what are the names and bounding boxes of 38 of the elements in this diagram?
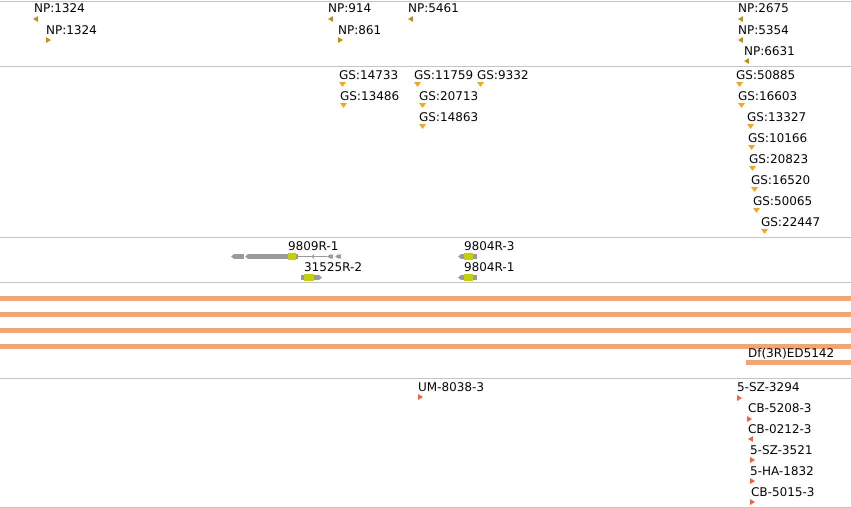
gene-label: 9804R-3 <box>464 239 514 253</box>
feature-label: CB-0212-3 <box>748 422 812 436</box>
feature-label: GS:50065 <box>753 194 812 208</box>
feature-label: NP:861 <box>338 23 382 37</box>
deletion-bar <box>0 344 851 349</box>
feature-label: NP:1324 <box>46 23 97 37</box>
feature-label: GS:16520 <box>751 173 810 187</box>
feature-label: GS:14863 <box>419 110 478 124</box>
feature-label: NP:5354 <box>738 23 789 37</box>
feature-label: NP:1324 <box>34 1 85 15</box>
deletion-label: Df(3R)ED5142 <box>748 347 834 360</box>
feature-label: GS:10166 <box>748 131 808 145</box>
gene-label: 31525R-2 <box>304 260 362 274</box>
gene-label: 9809R-1 <box>288 239 338 253</box>
gene-label: 9804R-1 <box>464 260 514 274</box>
deletion-bar <box>0 328 851 333</box>
feature-label: GS:14733 <box>339 68 398 82</box>
feature-label: NP:2675 <box>738 1 789 15</box>
feature-label: GS:20713 <box>419 89 478 103</box>
feature-label: GS:16603 <box>738 89 798 103</box>
feature-label: 5-HA-1832 <box>750 464 814 478</box>
feature-label: 5-SZ-3294 <box>737 380 800 394</box>
feature-label: GS:20823 <box>749 152 808 166</box>
feature-label: CB-5015-3 <box>751 485 814 499</box>
feature-label: 5-SZ-3521 <box>750 443 812 457</box>
deletion-bar <box>0 296 851 301</box>
feature-label: NP:6631 <box>744 44 795 58</box>
feature-label: GS:13327 <box>747 110 806 124</box>
feature-label: GS:50885 <box>736 68 796 82</box>
feature-label: GS:22447 <box>761 215 820 229</box>
deletion-bar <box>0 312 851 317</box>
feature-label: NP:914 <box>328 1 372 15</box>
feature-label: GS:9332 <box>477 68 528 82</box>
feature-label: GS:11759 <box>414 68 474 82</box>
feature-label: UM-8038-3 <box>418 380 484 394</box>
feature-label: GS:13486 <box>340 89 400 103</box>
feature-label: NP:5461 <box>408 1 459 15</box>
feature-label: CB-5208-3 <box>748 401 812 415</box>
